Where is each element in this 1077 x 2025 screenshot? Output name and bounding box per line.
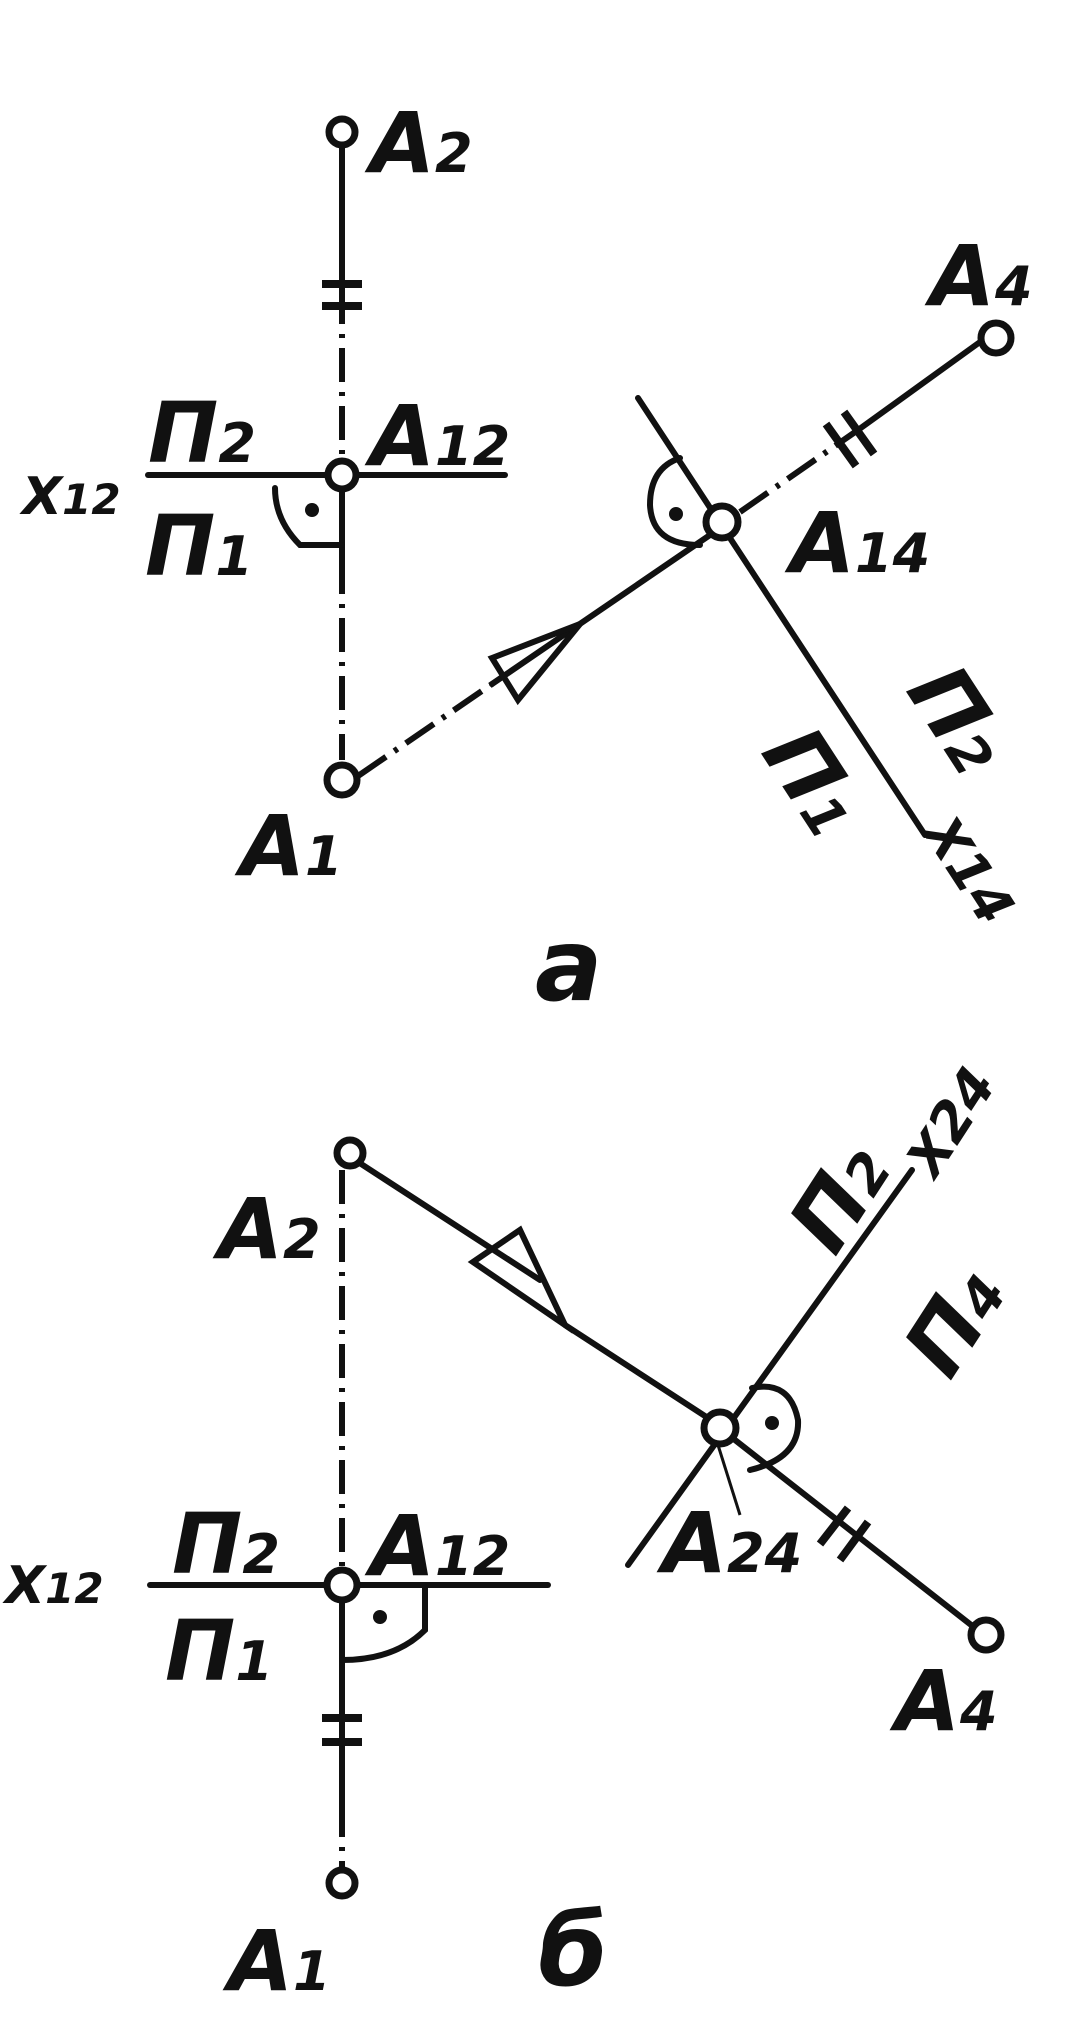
b-x24-axis <box>625 1167 915 1568</box>
a-right-angle-dot-2 <box>669 507 683 521</box>
a-right-angle-arc-2 <box>646 455 703 548</box>
b-label-p2-rotated: П2 <box>770 1125 911 1269</box>
a-line-a14-a4-solid <box>855 339 983 433</box>
b-label-p1: П1 <box>165 1602 273 1700</box>
a-right-angle-arc <box>272 485 345 548</box>
b-line-a2-a24-start <box>352 1157 543 1283</box>
figure-b: A2 A24 A4 A12 A1 X12 П2 П1 П2 П4 X24 б <box>2 1056 1026 2010</box>
a-right-angle-dot <box>305 503 319 517</box>
a-point-a14 <box>702 502 742 542</box>
a-label-x12: X12 <box>19 467 121 527</box>
b-label-a4: A4 <box>889 1652 998 1750</box>
a-line-a1-a14-solid <box>489 532 713 687</box>
b-point-a2 <box>333 1136 367 1170</box>
b-label-p4-rotated: П4 <box>885 1249 1026 1393</box>
b-right-angle-arc <box>339 1585 428 1663</box>
b-label-p2-rotated-group: П2 <box>770 1125 911 1269</box>
b-thin-connector <box>716 1444 742 1516</box>
a-label-x14-rotated: X14 <box>909 802 1026 935</box>
figure-a: A2 A4 A12 A14 A1 X12 П2 П1 П2 П1 X14 а <box>19 94 1033 1024</box>
a-x14-axis <box>635 395 928 838</box>
b-caption: б <box>538 1892 608 2009</box>
b-label-a12: A12 <box>364 1497 510 1595</box>
b-label-a24: A24 <box>656 1494 802 1592</box>
b-label-a1: A1 <box>222 1912 331 2010</box>
a-label-a4: A4 <box>924 227 1033 325</box>
b-label-p2: П2 <box>172 1495 280 1593</box>
a-arrow-triangle <box>487 617 590 706</box>
b-equal-tick-3 <box>816 1505 852 1547</box>
b-right-angle-dot-2 <box>765 1416 779 1430</box>
b-point-a12 <box>323 1566 361 1604</box>
b-label-p4-rotated-group: П4 <box>885 1249 1026 1393</box>
b-right-angle-arc-2 <box>747 1383 802 1473</box>
a-point-a2 <box>325 115 359 149</box>
a-label-a1: A1 <box>234 797 343 895</box>
a-label-x14-rotated-group: X14 <box>909 802 1026 936</box>
a-label-p1: П1 <box>145 497 253 595</box>
a-equal-tick-3 <box>822 421 860 469</box>
a-equal-tick-4 <box>840 409 878 457</box>
a-label-p1-rotated-group: П1 <box>743 710 884 854</box>
a-label-a2: A2 <box>364 94 473 192</box>
b-right-angle-dot <box>373 1610 387 1624</box>
a-label-a14: A14 <box>784 494 930 592</box>
b-arrow-triangle <box>467 1225 573 1334</box>
a-label-p1-rotated: П1 <box>743 710 884 854</box>
a-label-p2-rotated-group: П2 <box>888 648 1029 792</box>
b-point-a1 <box>325 1866 359 1900</box>
b-point-a24 <box>700 1408 740 1448</box>
a-caption: а <box>535 907 602 1024</box>
b-equal-tick-4 <box>836 1519 872 1563</box>
b-line-a2-a24-end <box>562 1322 711 1421</box>
a-label-p2-rotated: П2 <box>888 648 1029 792</box>
a-label-p2: П2 <box>148 384 256 482</box>
a-point-a4 <box>977 319 1015 357</box>
b-label-a2: A2 <box>212 1180 321 1278</box>
b-point-a4 <box>967 1616 1005 1654</box>
a-label-a12: A12 <box>364 387 510 485</box>
a-point-a12 <box>324 457 360 493</box>
b-label-x12: X12 <box>2 1556 104 1616</box>
a-line-a1-a14-dash <box>356 681 494 779</box>
a-point-a1 <box>323 761 361 799</box>
